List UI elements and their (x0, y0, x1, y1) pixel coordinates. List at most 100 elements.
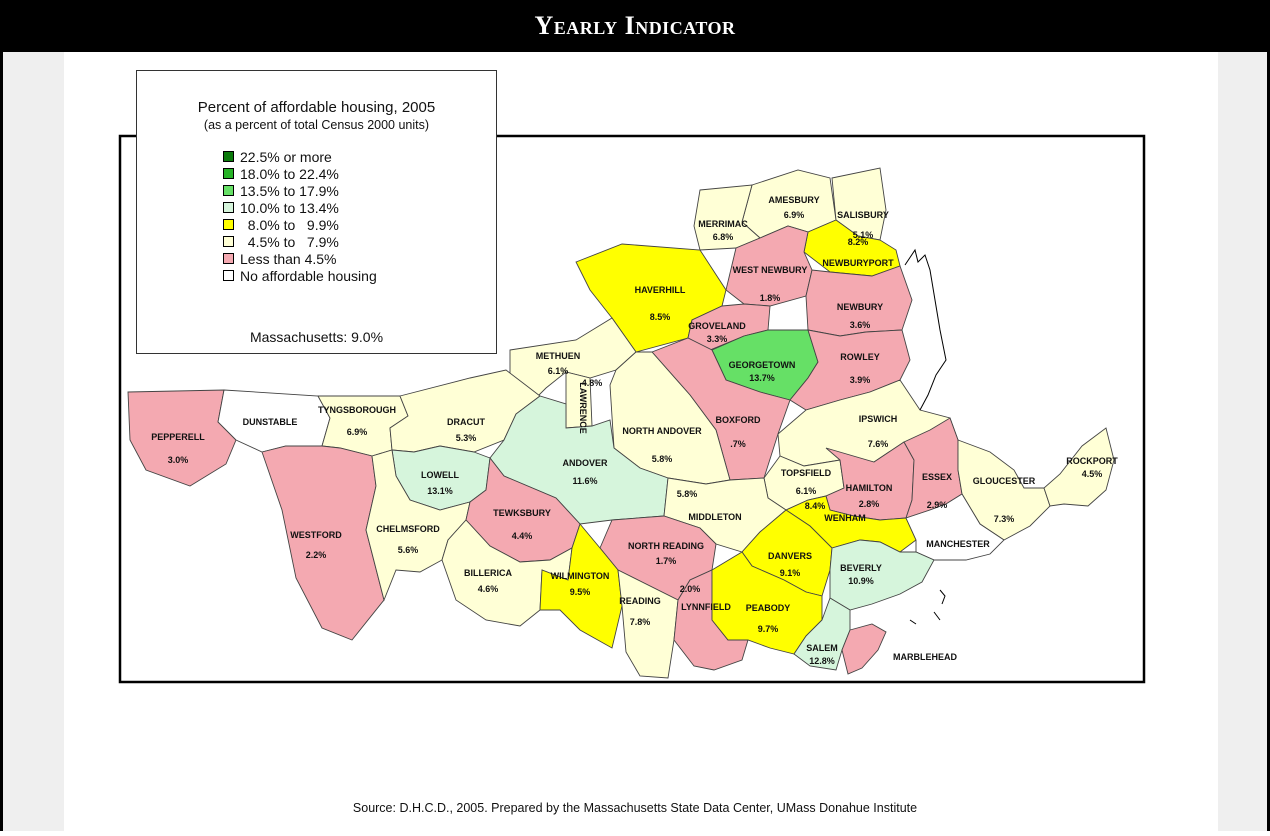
town-name-label: IPSWICH (859, 414, 898, 424)
town-value-label: 6.1% (796, 486, 817, 496)
town-value-label: 12.8% (809, 656, 835, 666)
town-value-label: 4.8% (582, 378, 603, 388)
town-labels: AMESBURY6.9%SALISBURY5.1%MERRIMAC6.8%NEW… (151, 0, 1118, 666)
town-name-label: TOPSFIELD (781, 468, 832, 478)
town-name-label: LAWRENCE (578, 382, 588, 434)
town-name-label: ROCKPORT (1066, 456, 1118, 466)
town-value-label: 6.9% (784, 210, 805, 220)
town-value-label: 7.8% (630, 617, 651, 627)
legend-label: 13.5% to 17.9% (240, 182, 339, 199)
legend-swatch (223, 185, 234, 196)
town-value-label: .7% (730, 439, 746, 449)
town-name-label: SALEM (806, 643, 838, 653)
town-value-label: 9.1% (780, 568, 801, 578)
town-area-rockport (1043, 427, 1115, 507)
town-value-label: 4.6% (478, 584, 499, 594)
town-value-label: 7.3% (994, 514, 1015, 524)
town-value-label: 13.7% (749, 373, 775, 383)
legend-item: 22.5% or more (223, 148, 377, 165)
legend-swatch (223, 253, 234, 264)
town-name-label: DUNSTABLE (243, 417, 298, 427)
town-name-label: GEORGETOWN (729, 360, 796, 370)
legend-subtitle: (as a percent of total Census 2000 units… (203, 118, 430, 132)
town-name-label: WEST NEWBURY (733, 265, 808, 275)
source-note: Source: D.H.C.D., 2005. Prepared by the … (352, 801, 918, 815)
town-value-label: 4.4% (512, 531, 533, 541)
legend-label: 18.0% to 22.4% (240, 165, 339, 182)
legend-swatch (223, 168, 234, 179)
town-value-label: 9.7% (758, 624, 779, 634)
town-value-label: 2.8% (859, 499, 880, 509)
legend-items: 22.5% or more 18.0% to 22.4% 13.5% to 17… (223, 148, 377, 284)
legend-swatch (223, 236, 234, 247)
legend-item: 18.0% to 22.4% (223, 165, 377, 182)
town-shapes (127, 167, 1115, 679)
town-name-label: BOXFORD (716, 415, 762, 425)
town-value-label: 11.6% (572, 476, 597, 486)
town-name-label: ROWLEY (840, 352, 880, 362)
town-value-label: 6.1% (548, 366, 569, 376)
legend-swatch (223, 202, 234, 213)
town-name-label: MARBLEHEAD (893, 652, 957, 662)
town-name-label: GLOUCESTER (973, 476, 1036, 486)
left-margin-band (0, 52, 64, 831)
town-value-label: 9.5% (570, 587, 591, 597)
town-name-label: PEABODY (746, 603, 791, 613)
town-value-label: 2.9% (927, 500, 948, 510)
legend-item: 8.0% to 9.9% (223, 216, 377, 233)
legend-item: No affordable housing (223, 267, 377, 284)
town-name-label: WENHAM (824, 513, 866, 523)
town-name-label: HAVERHILL (635, 285, 686, 295)
town-name-label: MANCHESTER (926, 539, 990, 549)
town-value-label: 8.4% (805, 501, 826, 511)
town-name-label: WILMINGTON (551, 571, 610, 581)
town-name-label: ESSEX (922, 472, 952, 482)
town-name-label: LOWELL (421, 470, 459, 480)
town-name-label: BEVERLY (840, 563, 882, 573)
town-name-label: AMESBURY (768, 195, 819, 205)
town-name-label: SALISBURY (837, 210, 889, 220)
town-name-label: DANVERS (768, 551, 812, 561)
legend-label: 4.5% to 7.9% (240, 233, 339, 250)
town-name-label: DRACUT (447, 417, 485, 427)
town-name-label: METHUEN (536, 351, 581, 361)
town-name-label: BILLERICA (464, 568, 512, 578)
town-name-label: NEWBURY (837, 302, 883, 312)
town-value-label: 5.8% (652, 454, 673, 464)
legend-swatch (223, 219, 234, 230)
town-value-label: 2.0% (680, 584, 701, 594)
state-total: Massachusetts: 9.0% (249, 329, 384, 345)
town-name-label: READING (619, 596, 661, 606)
town-area-marblehead (841, 623, 887, 675)
legend-item: 13.5% to 17.9% (223, 182, 377, 199)
town-value-label: 1.7% (656, 556, 677, 566)
town-name-label: CHELMSFORD (376, 524, 440, 534)
legend-item: 4.5% to 7.9% (223, 233, 377, 250)
town-name-label: HAMILTON (846, 483, 893, 493)
town-value-label: 2.2% (306, 550, 327, 560)
town-name-label: TEWKSBURY (493, 508, 551, 518)
page-title: Yearly Indicator (534, 11, 736, 40)
legend-swatch (223, 151, 234, 162)
town-name-label: TYNGSBOROUGH (318, 405, 396, 415)
right-margin-band (1218, 52, 1270, 831)
town-value-label: 6.9% (347, 427, 368, 437)
legend-label: 10.0% to 13.4% (240, 199, 339, 216)
town-value-label: 5.8% (677, 489, 698, 499)
town-value-label: 10.9% (848, 576, 874, 586)
town-value-label: 5.6% (398, 545, 419, 555)
town-value-label: 5.1% (853, 230, 874, 240)
town-value-label: 6.8% (713, 232, 734, 242)
town-value-label: 13.1% (427, 486, 453, 496)
legend-swatch (223, 270, 234, 281)
legend-label: No affordable housing (240, 267, 377, 284)
town-value-label: 3.6% (850, 320, 871, 330)
map-legend: Percent of affordable housing, 2005 (as … (136, 70, 497, 354)
legend-label: 8.0% to 9.9% (240, 216, 339, 233)
town-name-label: NORTH ANDOVER (622, 426, 702, 436)
town-value-label: 1.8% (760, 293, 781, 303)
coast-islands (909, 589, 946, 625)
town-value-label: 3.9% (850, 375, 871, 385)
town-area-newburyport (803, 219, 901, 277)
